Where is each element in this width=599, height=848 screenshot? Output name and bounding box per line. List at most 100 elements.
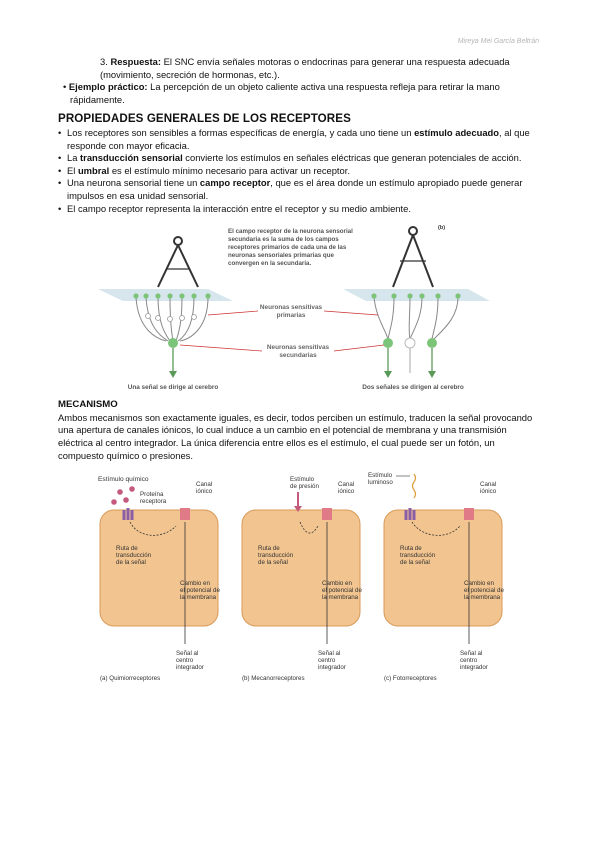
secondary-label-line: Neuronas sensitivas xyxy=(267,344,330,351)
list-text: es el estímulo mínimo necesario para act… xyxy=(109,164,350,176)
step-title: Respuesta: xyxy=(110,56,161,67)
signal-path xyxy=(129,521,177,536)
section-title-mechanism: MECANISMO xyxy=(58,399,118,411)
pointer-line xyxy=(179,344,263,352)
primary-label-line: Neuronas sensitivas xyxy=(260,304,323,311)
caption-line: receptores primarios de cada una de las xyxy=(228,244,347,251)
caption-line: secundaria es la suma de los campos xyxy=(228,236,339,243)
secondary-neuron-left xyxy=(168,338,178,349)
cell-body xyxy=(383,509,503,627)
pathway-label: transducción xyxy=(258,552,294,559)
signal-path xyxy=(411,521,461,536)
compass-icon-right xyxy=(392,226,434,288)
caption-line: El campo receptor de la neurona sensoria… xyxy=(228,228,353,235)
caption-line: neuronas sensoriales primarias que xyxy=(228,252,334,259)
pointer-line xyxy=(323,310,379,316)
receptor-endings-left xyxy=(133,293,211,299)
membrane-change-label: Cambio en xyxy=(464,580,494,587)
integrator-label: integrador xyxy=(318,664,346,671)
stimulus-label: Estímulo químico xyxy=(98,476,149,483)
protein-label: Proteína xyxy=(140,491,164,498)
step-3-paragraph: 3. Respuesta: El SNC envía señales motor… xyxy=(58,56,542,81)
membrane-change-label: la membrana xyxy=(464,594,501,601)
list-text: , que es el área donde un estímulo aprop… xyxy=(67,177,523,201)
author-name: Mireya Mei García Beltrán xyxy=(457,38,539,45)
channel-label: iónico xyxy=(338,488,355,495)
receptor-protein-icon xyxy=(404,508,416,521)
channel-label: Canal xyxy=(338,481,354,488)
list-text: Los receptores son sensibles a formas es… xyxy=(67,126,415,138)
integrator-label: Señal al xyxy=(460,650,482,657)
channel-label: Canal xyxy=(480,481,496,488)
channel-label: Canal xyxy=(196,481,212,488)
step-text: El SNC envía señales motoras o endocrina… xyxy=(100,56,510,80)
pathway-label: de la señal xyxy=(116,559,146,566)
panel-caption: (b) Mecanorreceptores xyxy=(242,675,305,682)
ion-channel-icon xyxy=(322,508,332,521)
caption-line: convergen en la secundaria. xyxy=(228,260,312,267)
cell-body xyxy=(241,509,361,627)
list-item: El campo receptor representa la interacc… xyxy=(58,203,542,216)
primary-neurons-right xyxy=(373,297,459,340)
pathway-label: de la señal xyxy=(400,559,430,566)
panel-caption: (a) Quimiorreceptores xyxy=(100,675,160,682)
pathway-label: transducción xyxy=(400,552,436,559)
panel-b-label: (b) xyxy=(438,225,445,231)
receptor-endings-right xyxy=(371,293,461,299)
secondary-label: Neuronas sensitivas secundarias xyxy=(267,344,330,359)
integrator-label: centro xyxy=(176,657,194,664)
channel-label: iónico xyxy=(480,488,497,495)
page-content: 3. Respuesta: El SNC envía señales motor… xyxy=(58,56,542,682)
panel-mechanoreceptor: Estímulo de presión Canal iónico Ruta de… xyxy=(241,476,362,682)
ion-channel-icon xyxy=(464,508,474,521)
list-bold: umbral xyxy=(77,164,110,176)
primary-label: Neuronas sensitivas primarias xyxy=(260,304,323,319)
skin-plane-left xyxy=(98,289,233,302)
membrane-change-label: la membrana xyxy=(180,594,217,601)
skin-plane-right xyxy=(343,289,490,302)
cell-body xyxy=(99,509,219,627)
example-paragraph: • Ejemplo práctico: La percepción de un … xyxy=(58,81,542,106)
list-text: convierte los estímulos en señales eléct… xyxy=(182,152,522,164)
list-text: Una neurona sensorial tiene un xyxy=(67,177,200,189)
light-wave-icon xyxy=(411,473,417,499)
compass-icon-left xyxy=(157,236,199,288)
right-bottom-caption: Dos señales se dirigen al cerebro xyxy=(362,384,464,391)
panel-photoreceptor: Estímulo luminoso Canal iónico Ruta de t… xyxy=(368,472,504,682)
panel-caption: (c) Fotorreceptores xyxy=(384,675,437,682)
secondary-neurons-right xyxy=(383,337,437,349)
membrane-change-label: la membrana xyxy=(322,594,359,601)
list-item: Una neurona sensorial tiene un campo rec… xyxy=(58,177,542,202)
step-number: 3. xyxy=(100,56,111,67)
integrator-label: Señal al xyxy=(176,650,198,657)
list-text: , al que responde con mayor eficacia. xyxy=(67,126,530,151)
left-bottom-caption: Una señal se dirige al cerebro xyxy=(128,384,219,391)
stimulus-label: luminoso xyxy=(368,479,393,486)
receptor-protein-icon xyxy=(122,508,134,521)
list-item: Los receptores son sensibles a formas es… xyxy=(58,127,542,152)
list-item: La transducción sensorial convierte los … xyxy=(58,152,542,165)
panel-chemoreceptor: Estímulo químico Proteína receptora Cana… xyxy=(98,476,220,682)
section-title-properties: PROPIEDADES GENERALES DE LOS RECEPTORES xyxy=(58,112,351,126)
pathway-label: transducción xyxy=(116,552,152,559)
primary-neurons-left xyxy=(135,297,209,342)
stimulus-label: de presión xyxy=(290,483,319,490)
arrow-down-icon xyxy=(384,371,392,379)
list-bold: campo receptor xyxy=(199,177,271,189)
receptor-types-figure: Estímulo químico Proteína receptora Cana… xyxy=(98,472,504,682)
arrow-down-icon xyxy=(294,506,302,513)
membrane-change-label: el potencial de xyxy=(322,587,362,594)
pathway-label: de la señal xyxy=(258,559,288,566)
stimulus-label: Estímulo xyxy=(368,472,393,479)
ion-channel-icon xyxy=(180,508,190,521)
figure1-caption: El campo receptor de la neurona sensoria… xyxy=(228,228,353,267)
pointer-line xyxy=(333,344,385,352)
list-bold: transducción sensorial xyxy=(80,152,183,164)
list-text: El xyxy=(67,164,78,176)
mechanism-paragraph: Ambos mecanismos son exactamente iguales… xyxy=(58,411,533,461)
primary-label-line: primarias xyxy=(277,312,306,319)
properties-list: Los receptores son sensibles a formas es… xyxy=(58,127,542,215)
pathway-label: Ruta de xyxy=(258,545,280,552)
chemical-molecules-icon xyxy=(111,486,135,505)
membrane-change-label: Cambio en xyxy=(180,580,210,587)
